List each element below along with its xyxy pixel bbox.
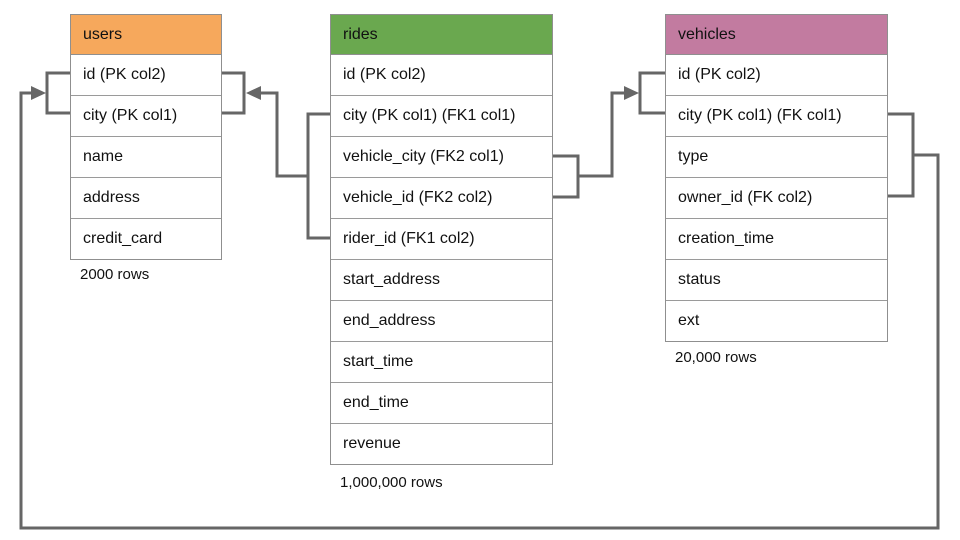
column-row-city: city (PK col1) (FK1 col1) — [331, 96, 552, 137]
users-right-key-bracket — [222, 71, 246, 115]
table-rides-header: rides — [331, 15, 552, 55]
column-row-creation_time: creation_time — [666, 219, 887, 260]
column-row-revenue: revenue — [331, 424, 552, 464]
column-row-id: id (PK col2) — [71, 55, 221, 96]
column-row-start_address: start_address — [331, 260, 552, 301]
vehicles-left-key-bracket — [638, 71, 665, 115]
connector-rides-to-vehicles — [578, 91, 625, 178]
arrowhead-to-users-right — [246, 86, 261, 100]
column-row-vehicle_id: vehicle_id (FK2 col2) — [331, 178, 552, 219]
vehicles-right-fk-bracket — [888, 112, 915, 198]
table-rides: rides id (PK col2)city (PK col1) (FK1 co… — [330, 14, 553, 465]
column-row-city: city (PK col1) (FK col1) — [666, 96, 887, 137]
users-row-count: 2000 rows — [80, 266, 150, 283]
column-row-address: address — [71, 178, 221, 219]
column-row-start_time: start_time — [331, 342, 552, 383]
table-vehicles: vehicles id (PK col2)city (PK col1) (FK … — [665, 14, 888, 342]
column-row-type: type — [666, 137, 887, 178]
table-users-title: users — [83, 26, 123, 43]
column-row-end_address: end_address — [331, 301, 552, 342]
column-row-ext: ext — [666, 301, 887, 341]
arrowhead-to-vehicles — [624, 86, 639, 100]
table-vehicles-rows: id (PK col2)city (PK col1) (FK col1)type… — [666, 55, 887, 341]
table-users-header: users — [71, 15, 221, 55]
rides-left-fk-bracket — [306, 112, 330, 240]
column-row-id: id (PK col2) — [666, 55, 887, 96]
table-vehicles-header: vehicles — [666, 15, 887, 55]
column-row-city: city (PK col1) — [71, 96, 221, 137]
column-row-owner_id: owner_id (FK col2) — [666, 178, 887, 219]
arrowhead-to-users-left — [31, 86, 46, 100]
vehicles-row-count: 20,000 rows — [675, 349, 757, 366]
table-vehicles-title: vehicles — [678, 26, 736, 43]
column-row-vehicle_city: vehicle_city (FK2 col1) — [331, 137, 552, 178]
rides-row-count: 1,000,000 rows — [340, 474, 443, 491]
column-row-status: status — [666, 260, 887, 301]
connector-rides-to-users — [260, 91, 308, 178]
column-row-rider_id: rider_id (FK1 col2) — [331, 219, 552, 260]
column-row-credit_card: credit_card — [71, 219, 221, 259]
column-row-name: name — [71, 137, 221, 178]
table-rides-title: rides — [343, 26, 378, 43]
column-row-id: id (PK col2) — [331, 55, 552, 96]
rides-right-fk-bracket — [553, 154, 580, 199]
column-row-end_time: end_time — [331, 383, 552, 424]
users-left-key-bracket — [45, 71, 70, 115]
table-rides-rows: id (PK col2)city (PK col1) (FK1 col1)veh… — [331, 55, 552, 464]
